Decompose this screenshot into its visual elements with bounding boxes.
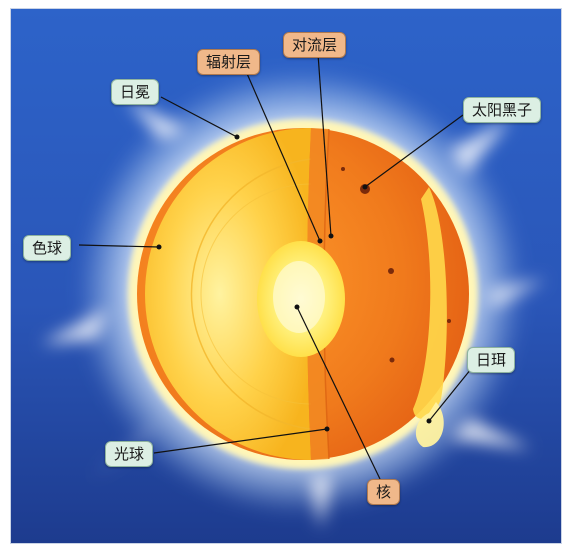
label-prominence: 日珥 (467, 347, 516, 373)
sunspot-leader (364, 114, 464, 188)
chromosphere-leader (78, 244, 160, 248)
leader-lines (78, 53, 472, 480)
radiative-leader (244, 68, 321, 242)
corona-leader (160, 96, 238, 138)
label-radiative-zone: 辐射层 (197, 49, 261, 75)
inner-ring (190, 158, 312, 430)
leader-dots (156, 134, 432, 432)
label-photosphere: 光球 (105, 441, 154, 467)
label-core: 核 (367, 479, 401, 505)
label-corona: 日冕 (111, 79, 160, 105)
core-leader (296, 306, 381, 480)
sun-illustration (11, 9, 561, 543)
cutaway-section (145, 128, 311, 460)
photosphere-leader (153, 428, 328, 454)
prominence-shape (413, 187, 447, 419)
convective-leader (317, 53, 332, 237)
label-sunspot: 太阳黑子 (463, 97, 542, 123)
label-convective-zone: 对流层 (283, 32, 347, 58)
label-chromosphere: 色球 (23, 235, 72, 261)
prominence-leader (428, 368, 472, 422)
sun-structure-diagram: 日冕 辐射层 对流层 太阳黑子 色球 日珥 光球 核 (10, 8, 562, 544)
